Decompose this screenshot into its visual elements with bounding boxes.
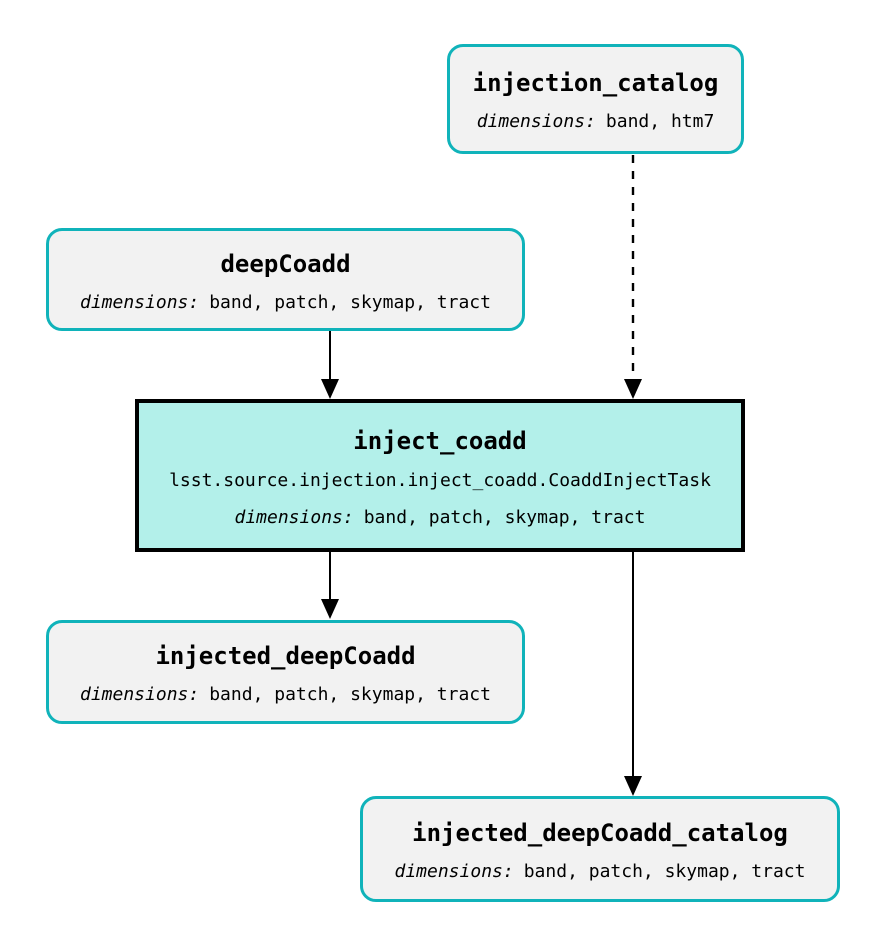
dimensions-value: band, patch, skymap, tract: [209, 291, 491, 313]
edge-inject_coadd-to-injected_deepCoadd-arrowhead: [321, 599, 339, 619]
node-injected-deepcoadd-catalog: injected_deepCoadd_catalog dimensions: ba…: [360, 796, 840, 902]
dimensions-label: dimensions:: [80, 684, 200, 705]
dimensions-label: dimensions:: [394, 861, 514, 882]
dimensions-label: dimensions:: [234, 506, 354, 528]
node-title: inject_coadd: [353, 426, 527, 455]
dimensions-value: band, patch, skymap, tract: [209, 684, 491, 705]
node-dimensions: dimensions: band, htm7: [477, 111, 715, 133]
dimensions-value: band, patch, skymap, tract: [523, 861, 806, 882]
node-title: injected_deepCoadd: [155, 642, 416, 670]
dimensions-value: band, htm7: [605, 111, 715, 132]
node-injection-catalog: injection_catalog dimensions: band, htm7: [447, 44, 744, 154]
node-inject-coadd-task: inject_coadd lsst.source.injection.injec…: [135, 399, 745, 552]
node-dimensions: dimensions: band, patch, skymap, tract: [395, 861, 806, 883]
edge-injection_catalog-to-inject_coadd-arrowhead: [624, 379, 642, 399]
task-class-path: lsst.source.injection.inject_coadd.Coadd…: [169, 469, 711, 491]
node-dimensions: dimensions: band, patch, skymap, tract: [80, 684, 491, 706]
dimensions-label: dimensions:: [80, 291, 200, 313]
dimensions-value: band, patch, skymap, tract: [363, 506, 646, 528]
node-injected-deepcoadd: injected_deepCoadd dimensions: band, patc…: [46, 620, 525, 724]
node-deepcoadd: deepCoadd dimensions: band, patch, skymap…: [46, 228, 525, 331]
node-dimensions: dimensions: band, patch, skymap, tract: [235, 507, 646, 529]
node-dimensions: dimensions: band, patch, skymap, tract: [80, 292, 491, 314]
node-title: injected_deepCoadd_catalog: [412, 819, 788, 847]
edge-inject_coadd-to-injected_deepCoadd_catalog-arrowhead: [624, 776, 642, 796]
node-title: deepCoadd: [220, 249, 351, 278]
node-title: injection_catalog: [472, 69, 719, 97]
edge-deepCoadd-to-inject_coadd-arrowhead: [321, 379, 339, 399]
dimensions-label: dimensions:: [476, 111, 596, 132]
